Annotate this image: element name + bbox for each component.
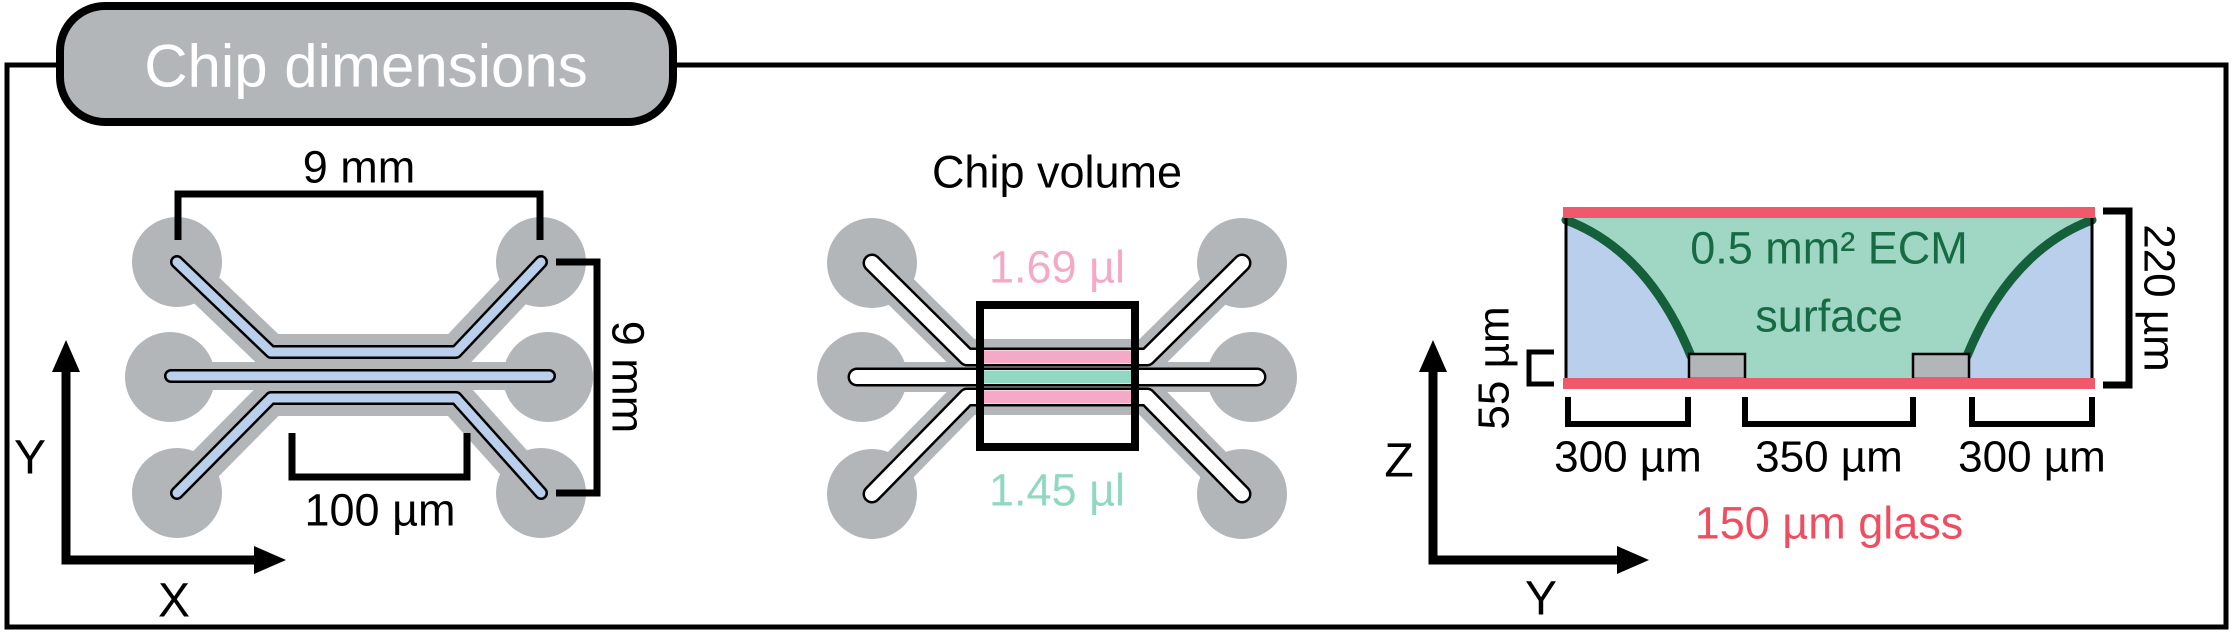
- y-axis-arrowhead-icon: [52, 340, 80, 372]
- dimension-bracket-chamber-height: [2103, 207, 2133, 389]
- xy-axes: Y X: [14, 340, 286, 628]
- ecm-surface-label-line2: surface: [1755, 291, 1903, 342]
- chamber-height-label: 220 µm: [2135, 224, 2184, 372]
- dimension-bracket-channel-width: [288, 433, 471, 481]
- phaseguide-height-label: 55 µm: [1470, 306, 1519, 429]
- left-width-label: 300 µm: [1554, 433, 1702, 482]
- right-width-label: 300 µm: [1958, 433, 2106, 482]
- volume-region-box: [976, 301, 1139, 451]
- dimension-bracket-phaseguide-height: [1526, 349, 1554, 387]
- center-width-label: 350 µm: [1755, 433, 1903, 482]
- dimension-bracket-center-width: [1742, 397, 1916, 427]
- glass-thickness-label: 150 µm glass: [1695, 498, 1964, 549]
- z-axis-label: Z: [1384, 435, 1413, 488]
- y-axis-label: Y: [14, 432, 46, 485]
- x-axis-arrowhead-icon: [254, 546, 286, 574]
- top-channel: [172, 257, 546, 357]
- dimension-bracket-left-width: [1565, 397, 1691, 427]
- ecm-surface-label-line1: 0.5 mm² ECM: [1690, 223, 1968, 274]
- y2-axis-label: Y: [1525, 573, 1557, 626]
- chip-channels: [164, 255, 556, 500]
- zy-axes: Z Y: [1384, 340, 1649, 626]
- left-panel-chip-top-view: 9 mm 9 mm 100 µm Y X: [14, 142, 654, 628]
- title-badge-bubble: [56, 2, 677, 126]
- right-phaseguide: [1911, 352, 1971, 381]
- z-axis-arrowhead-icon: [1419, 340, 1447, 372]
- chip-volume-heading: Chip volume: [932, 147, 1182, 198]
- right-medium-channel: [1968, 217, 2093, 379]
- top-volume-label: 1.69 µl: [989, 242, 1125, 293]
- center-volume-label: 1.45 µl: [989, 465, 1125, 516]
- dimension-bracket-side-height: [556, 258, 601, 497]
- x-axis-label: X: [158, 575, 190, 628]
- left-ecm-meniscus: [1561, 215, 1696, 361]
- volume-highlight-bands: [981, 350, 1134, 404]
- bottom-glass-layer: [1563, 378, 2095, 389]
- figure-border: [4, 62, 2229, 630]
- side-height-label: 9 mm: [603, 321, 654, 434]
- right-ecm-meniscus: [1962, 215, 2097, 361]
- y2-axis-arrowhead-icon: [1617, 546, 1649, 574]
- top-width-label: 9 mm: [303, 142, 416, 193]
- channel-width-label: 100 µm: [305, 485, 456, 536]
- left-medium-channel: [1565, 217, 1690, 379]
- dimension-bracket-right-width: [1969, 397, 2095, 427]
- dimension-bracket-top-width: [174, 190, 544, 240]
- bottom-channel: [172, 393, 546, 498]
- left-phaseguide: [1687, 352, 1747, 381]
- top-glass-layer: [1563, 207, 2095, 218]
- right-panel-cross-section: 0.5 mm² ECM surface 220 µm 55 µm 300 µm …: [1384, 207, 2184, 626]
- middle-panel-chip-volume: Chip volume 1.69 µl 1.45 µl: [817, 147, 1297, 539]
- figure-title: Chip dimensions: [144, 33, 588, 100]
- title-badge: Chip dimensions: [56, 2, 677, 126]
